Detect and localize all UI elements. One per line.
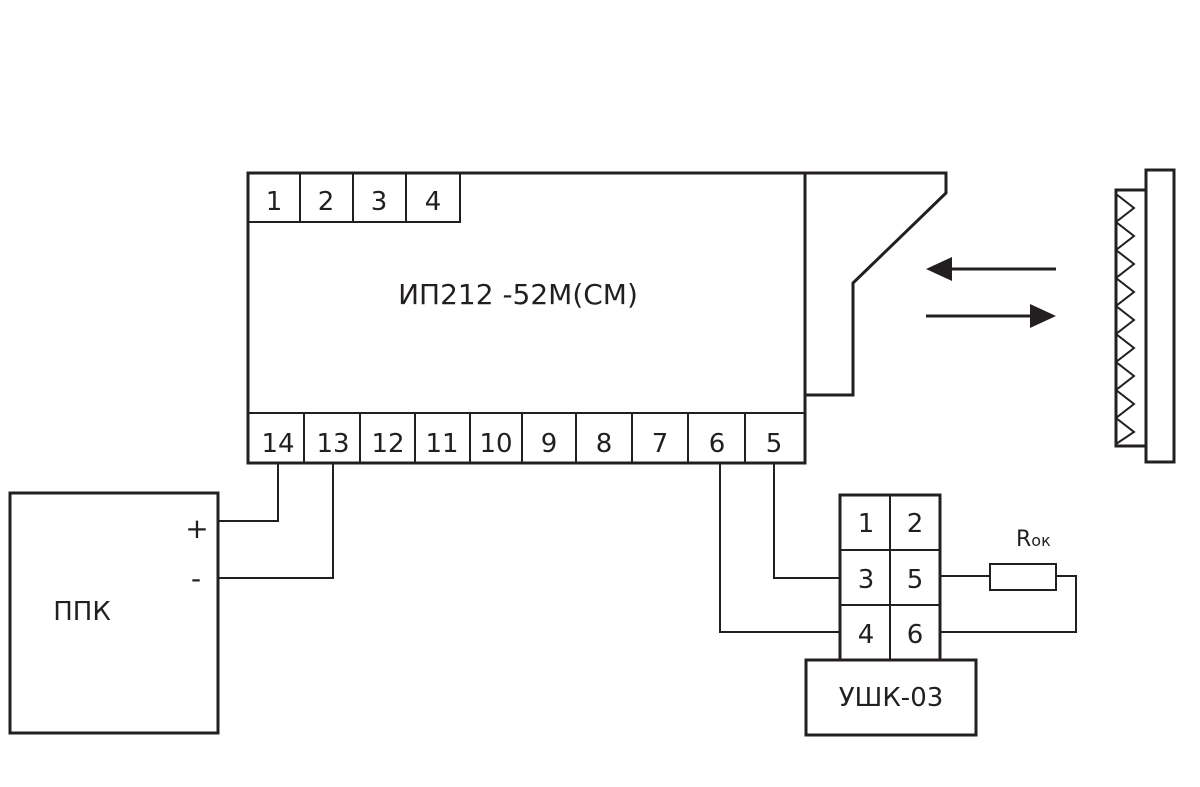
arrow-left-head-icon (926, 257, 952, 281)
beam-arrows (926, 257, 1056, 328)
bottom-terminal-10: 10 (479, 429, 512, 459)
control-panel-body (8, 491, 220, 735)
top-terminal-3: 3 (371, 187, 388, 217)
ushk-wires (719, 463, 840, 633)
wire-6-to-4 (719, 463, 840, 633)
bottom-terminal-9: 9 (541, 429, 558, 459)
arrow-right-head-icon (1030, 304, 1056, 328)
wire-minus (218, 463, 334, 579)
bottom-terminal-11: 11 (425, 429, 458, 459)
reflector (1114, 168, 1176, 464)
bottom-terminal-8: 8 (596, 429, 613, 459)
detector-unit: 1 2 3 4 ИП212 -52М(СМ) 14 13 12 11 10 9 … (246, 171, 948, 465)
control-panel-label: ППК (53, 597, 111, 627)
bottom-terminal-5: 5 (766, 429, 783, 459)
reflector-prism-frame (1114, 188, 1148, 448)
ushk-terminal-3: 3 (858, 565, 875, 595)
bottom-terminal-7: 7 (652, 429, 669, 459)
control-panel: ППК + - (8, 491, 220, 735)
wire-5-to-3 (773, 463, 840, 579)
ushk-terminal-6: 6 (907, 620, 924, 650)
top-terminal-1: 1 (266, 187, 283, 217)
panel-wires (218, 463, 334, 579)
top-terminal-4: 4 (425, 187, 442, 217)
top-terminal-strip: 1 2 3 4 (248, 173, 461, 223)
detector-optical-head (805, 171, 948, 397)
resistor-icon (989, 563, 1057, 591)
detector-body (246, 171, 807, 465)
ushk-terminal-4: 4 (858, 620, 875, 650)
end-resistor: Rок (940, 527, 1077, 633)
reflector-plate (1144, 168, 1176, 464)
ushk-module: УШК-03 1 2 3 5 4 6 (804, 493, 978, 737)
bottom-terminal-14: 14 (261, 429, 294, 459)
bottom-terminal-6: 6 (709, 429, 726, 459)
top-terminal-2: 2 (318, 187, 335, 217)
ushk-terminal-5: 5 (907, 565, 924, 595)
detector-title: ИП212 -52М(СМ) (398, 278, 638, 311)
wire-plus (218, 463, 279, 522)
ushk-terminal-2: 2 (907, 509, 924, 539)
ushk-label: УШК-03 (839, 683, 944, 713)
bottom-terminal-13: 13 (316, 429, 349, 459)
resistor-label: Rок (1016, 527, 1051, 552)
bottom-terminal-strip: 14 13 12 11 10 9 8 7 6 5 (248, 412, 805, 463)
minus-terminal-label: - (191, 562, 201, 595)
bottom-terminal-12: 12 (371, 429, 404, 459)
plus-terminal-label: + (185, 512, 208, 545)
ushk-terminal-1: 1 (858, 509, 875, 539)
reflector-prism-zigzag-icon (1114, 193, 1136, 445)
